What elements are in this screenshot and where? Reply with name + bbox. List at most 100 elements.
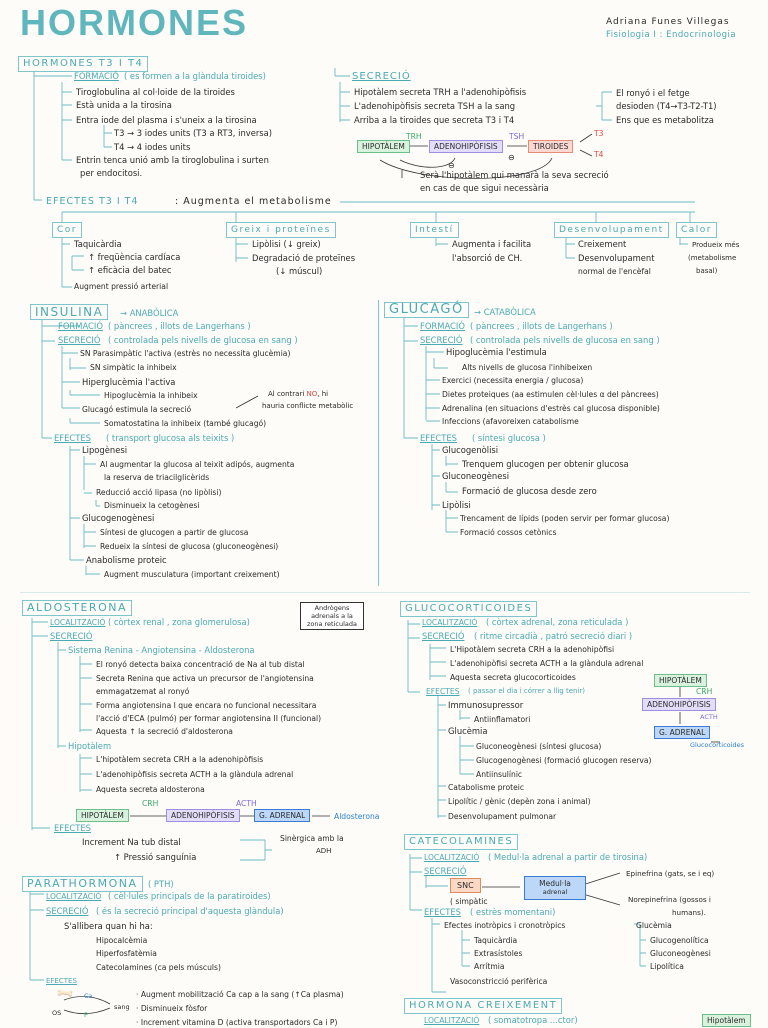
gluco-e4: Gluconeogènesi (síntesi glucosa) xyxy=(476,742,602,751)
t3t4-efectes-text: : Augmenta el metabolisme xyxy=(175,196,332,207)
effect-intesti: Intestí xyxy=(410,222,459,238)
glucago-l3: Exercici (necessita energia / glucosa) xyxy=(442,376,584,385)
calor-2: (metabolisme xyxy=(688,254,737,262)
aldosterona-h1: L'hipotàlem secreta CRH a la adenohipòfi… xyxy=(96,755,264,764)
t3t4-s6: Ens que es metabolitza xyxy=(616,115,714,125)
gluco-crh: CRH xyxy=(696,687,713,696)
insulina-l2: SN simpàtic la inhibeix xyxy=(90,363,177,372)
creix-localitzacio: LOCALITZACIÓ xyxy=(424,1016,480,1025)
aldosterona-a2: Secreta Renina que activa un precursor d… xyxy=(96,674,314,683)
catec-c5: Vasoconstricció perifèrica xyxy=(450,977,548,986)
glucago-secrecio: SECRECIÓ xyxy=(420,335,463,345)
inhibit-icon-1: ⊖ xyxy=(448,161,455,170)
desenv-1: Creixement xyxy=(578,239,627,249)
aldosterona-a3: emmagatzemat al ronyó xyxy=(96,687,190,696)
flow-hipotalem-box: HIPOTÀLEM xyxy=(357,140,410,153)
pth-ca: Ca xyxy=(84,992,93,1000)
catec-g4: Lipolítica xyxy=(650,962,684,971)
insulina-efectes: EFECTES xyxy=(54,433,91,443)
aldosterona-sist: Sistema Renina - Angiotensina - Aldoster… xyxy=(68,645,255,655)
glucago-l2: Alts nivells de glucosa l'inhibeixen xyxy=(462,363,593,372)
insulina-e3: Reducció acció lipasa (no lipòlisi) xyxy=(96,488,222,497)
gluco-loc-note: ( còrtex adrenal, zona reticulada ) xyxy=(486,617,629,627)
glucago-e1: Trenquem glucogen per obtenir glucosa xyxy=(462,459,629,469)
gluco-out: Glucocorticoides xyxy=(690,741,744,749)
aldosterona-acth: ACTH xyxy=(236,799,257,808)
pth-e3: · Increment vitamina D (activa transport… xyxy=(136,1018,338,1027)
section-header-parathormona: PARATHORMONA xyxy=(22,876,143,892)
insulina-secrecio-note: ( controlada pels nivells de glucosa en … xyxy=(108,335,298,345)
gluco-s2: L'adenohipòfisi secreta ACTH a la glàndu… xyxy=(450,659,644,668)
t3t4-s2: L'adenohipòfisis secreta TSH a la sang xyxy=(354,101,516,111)
insulina-formacio: FORMACIÓ xyxy=(58,321,103,331)
pth-os: OS xyxy=(52,1009,62,1017)
aldosterona-ef3: Sinèrgica amb la xyxy=(280,834,344,843)
gluco-s1: L'Hipotàlem secreta CRH a la adenohipòfi… xyxy=(450,645,615,654)
pth-p3: Hiperfosfatèmia xyxy=(96,949,157,958)
glucago-efectes-note: ( síntesi glucosa ) xyxy=(472,433,546,443)
author-name: Adriana Funes Villegas xyxy=(606,17,730,27)
aldosterona-ef2: ↑ Pressió sanguínia xyxy=(114,852,197,862)
insulina-secrecio: SECRECIÓ xyxy=(58,335,101,345)
insulina-e5: Síntesi de glucogen a partir de glucosa xyxy=(100,528,249,537)
catec-c2: Taquicàrdia xyxy=(474,936,518,945)
flow-t3-label: T3 xyxy=(594,129,604,138)
insulina-l3: Hiperglucèmia l'activa xyxy=(82,377,176,387)
t3t4-s4: El ronyó i el fetge xyxy=(616,88,690,98)
glucago-l4: Dietes proteiques (aa estimulen cèl·lule… xyxy=(442,390,659,399)
glucago-formacio-note: ( pàncrees , illots de Langerhans ) xyxy=(470,321,613,331)
aldosterona-hipo: Hipotàlem xyxy=(68,741,112,751)
aldosterona-ef4: ADH xyxy=(316,847,332,855)
pth-tag: ( PTH) xyxy=(148,879,174,889)
aldosterona-ef1: Increment Na tub distal xyxy=(82,837,181,847)
flow-trh-label: TRH xyxy=(406,132,422,141)
greix-2: Degradació de proteïnes xyxy=(252,253,356,263)
insulina-formacio-note: ( pàncrees , illots de Langerhans ) xyxy=(108,321,251,331)
insulina-e4: Disminueix la cetogènesi xyxy=(104,501,200,510)
pth-e2: · Disminueix fòsfor xyxy=(136,1004,208,1013)
gluco-e3: Glucèmia xyxy=(448,726,488,736)
catec-efectes: EFECTES xyxy=(424,907,461,917)
pth-efectes: EFECTES xyxy=(46,977,77,985)
cor-4: Augment pressió arterial xyxy=(74,282,169,291)
t3t4-f1: Tiroglobulina al col·loide de la tiroide… xyxy=(76,87,235,97)
gluco-e9: Desenvolupament pulmonar xyxy=(448,812,557,821)
flow-tiroides-box: TIROIDES xyxy=(528,140,574,153)
insulina-l4: Hipoglucèmia la inhibeix xyxy=(104,391,198,400)
pth-sang: sang xyxy=(114,1003,130,1011)
greix-1: Lipòlisi (↓ greix) xyxy=(252,239,321,249)
gluco-ef-note: ( passar el dia i córrer a llig tenir) xyxy=(468,687,586,695)
aldosterona-a6: Aquesta ↑ la secreció d'aldosterona xyxy=(96,727,233,736)
catec-c1: Efectes inotròpics i cronotròpics xyxy=(444,921,566,930)
insulina-l6: Somatostatina la inhibeix (també glucagó… xyxy=(104,419,267,428)
t3t4-f4: T3 → 3 iodes units (T3 a RT3, inversa) xyxy=(114,128,273,138)
aldosterona-out: Aldosterona xyxy=(334,812,380,821)
cor-3: ↑ eficàcia del batec xyxy=(88,265,172,275)
catec-epi: Epinefrina (gats, se i eq) xyxy=(626,869,715,878)
insulina-side-3: hauria conflicte metabòlic xyxy=(262,402,354,410)
catec-g2: Glucogenolítica xyxy=(650,936,709,945)
section-header-glucago: GLUCAGÓ xyxy=(384,302,469,318)
inhibit-icon-2: ⊖ xyxy=(508,153,515,162)
catec-c4: Arrítmia xyxy=(474,962,505,971)
t3t4-f6: Entrin tenca unió amb la tiroglobulina i… xyxy=(76,155,269,165)
desenv-3: normal de l'encèfal xyxy=(578,267,651,276)
creix-loc-note: ( somatotropa ...ctor) xyxy=(488,1015,578,1025)
section-header-aldosterona: ALDOSTERONA xyxy=(22,600,132,616)
gluco-e5: Glucogenogènesi (formació glucogen reser… xyxy=(476,756,652,765)
gluco-sec-note: ( ritme circadià , patró secreció diari … xyxy=(474,631,633,641)
aldosterona-localitzacio: LOCALITZACIÓ xyxy=(50,618,106,627)
course-name: Fisiologia I : Endocrinologia xyxy=(606,30,737,40)
glucago-l1: Hipoglucèmia l'estimula xyxy=(446,347,547,357)
pth-secrecio: SECRECIÓ xyxy=(46,906,89,916)
glucago-tag: → CATABÒLICA xyxy=(474,307,536,317)
insulina-glucog: Glucogenogènesi xyxy=(82,513,155,523)
aldosterona-hipotalem-box: HIPOTÀLEM xyxy=(76,809,129,822)
cor-2: ↑ freqüència cardíaca xyxy=(88,252,181,262)
pth-sec-note: ( és la secreció principal d'aquesta glà… xyxy=(96,906,284,916)
greix-3: (↓ múscul) xyxy=(276,266,323,276)
gluco-localitzacio: LOCALITZACIÓ xyxy=(422,618,478,627)
glucago-l5: Adrenalina (en situacions d'estrès cal g… xyxy=(442,404,660,413)
pth-loc-note: ( cèl·lules principals de la paratiroide… xyxy=(108,891,271,901)
